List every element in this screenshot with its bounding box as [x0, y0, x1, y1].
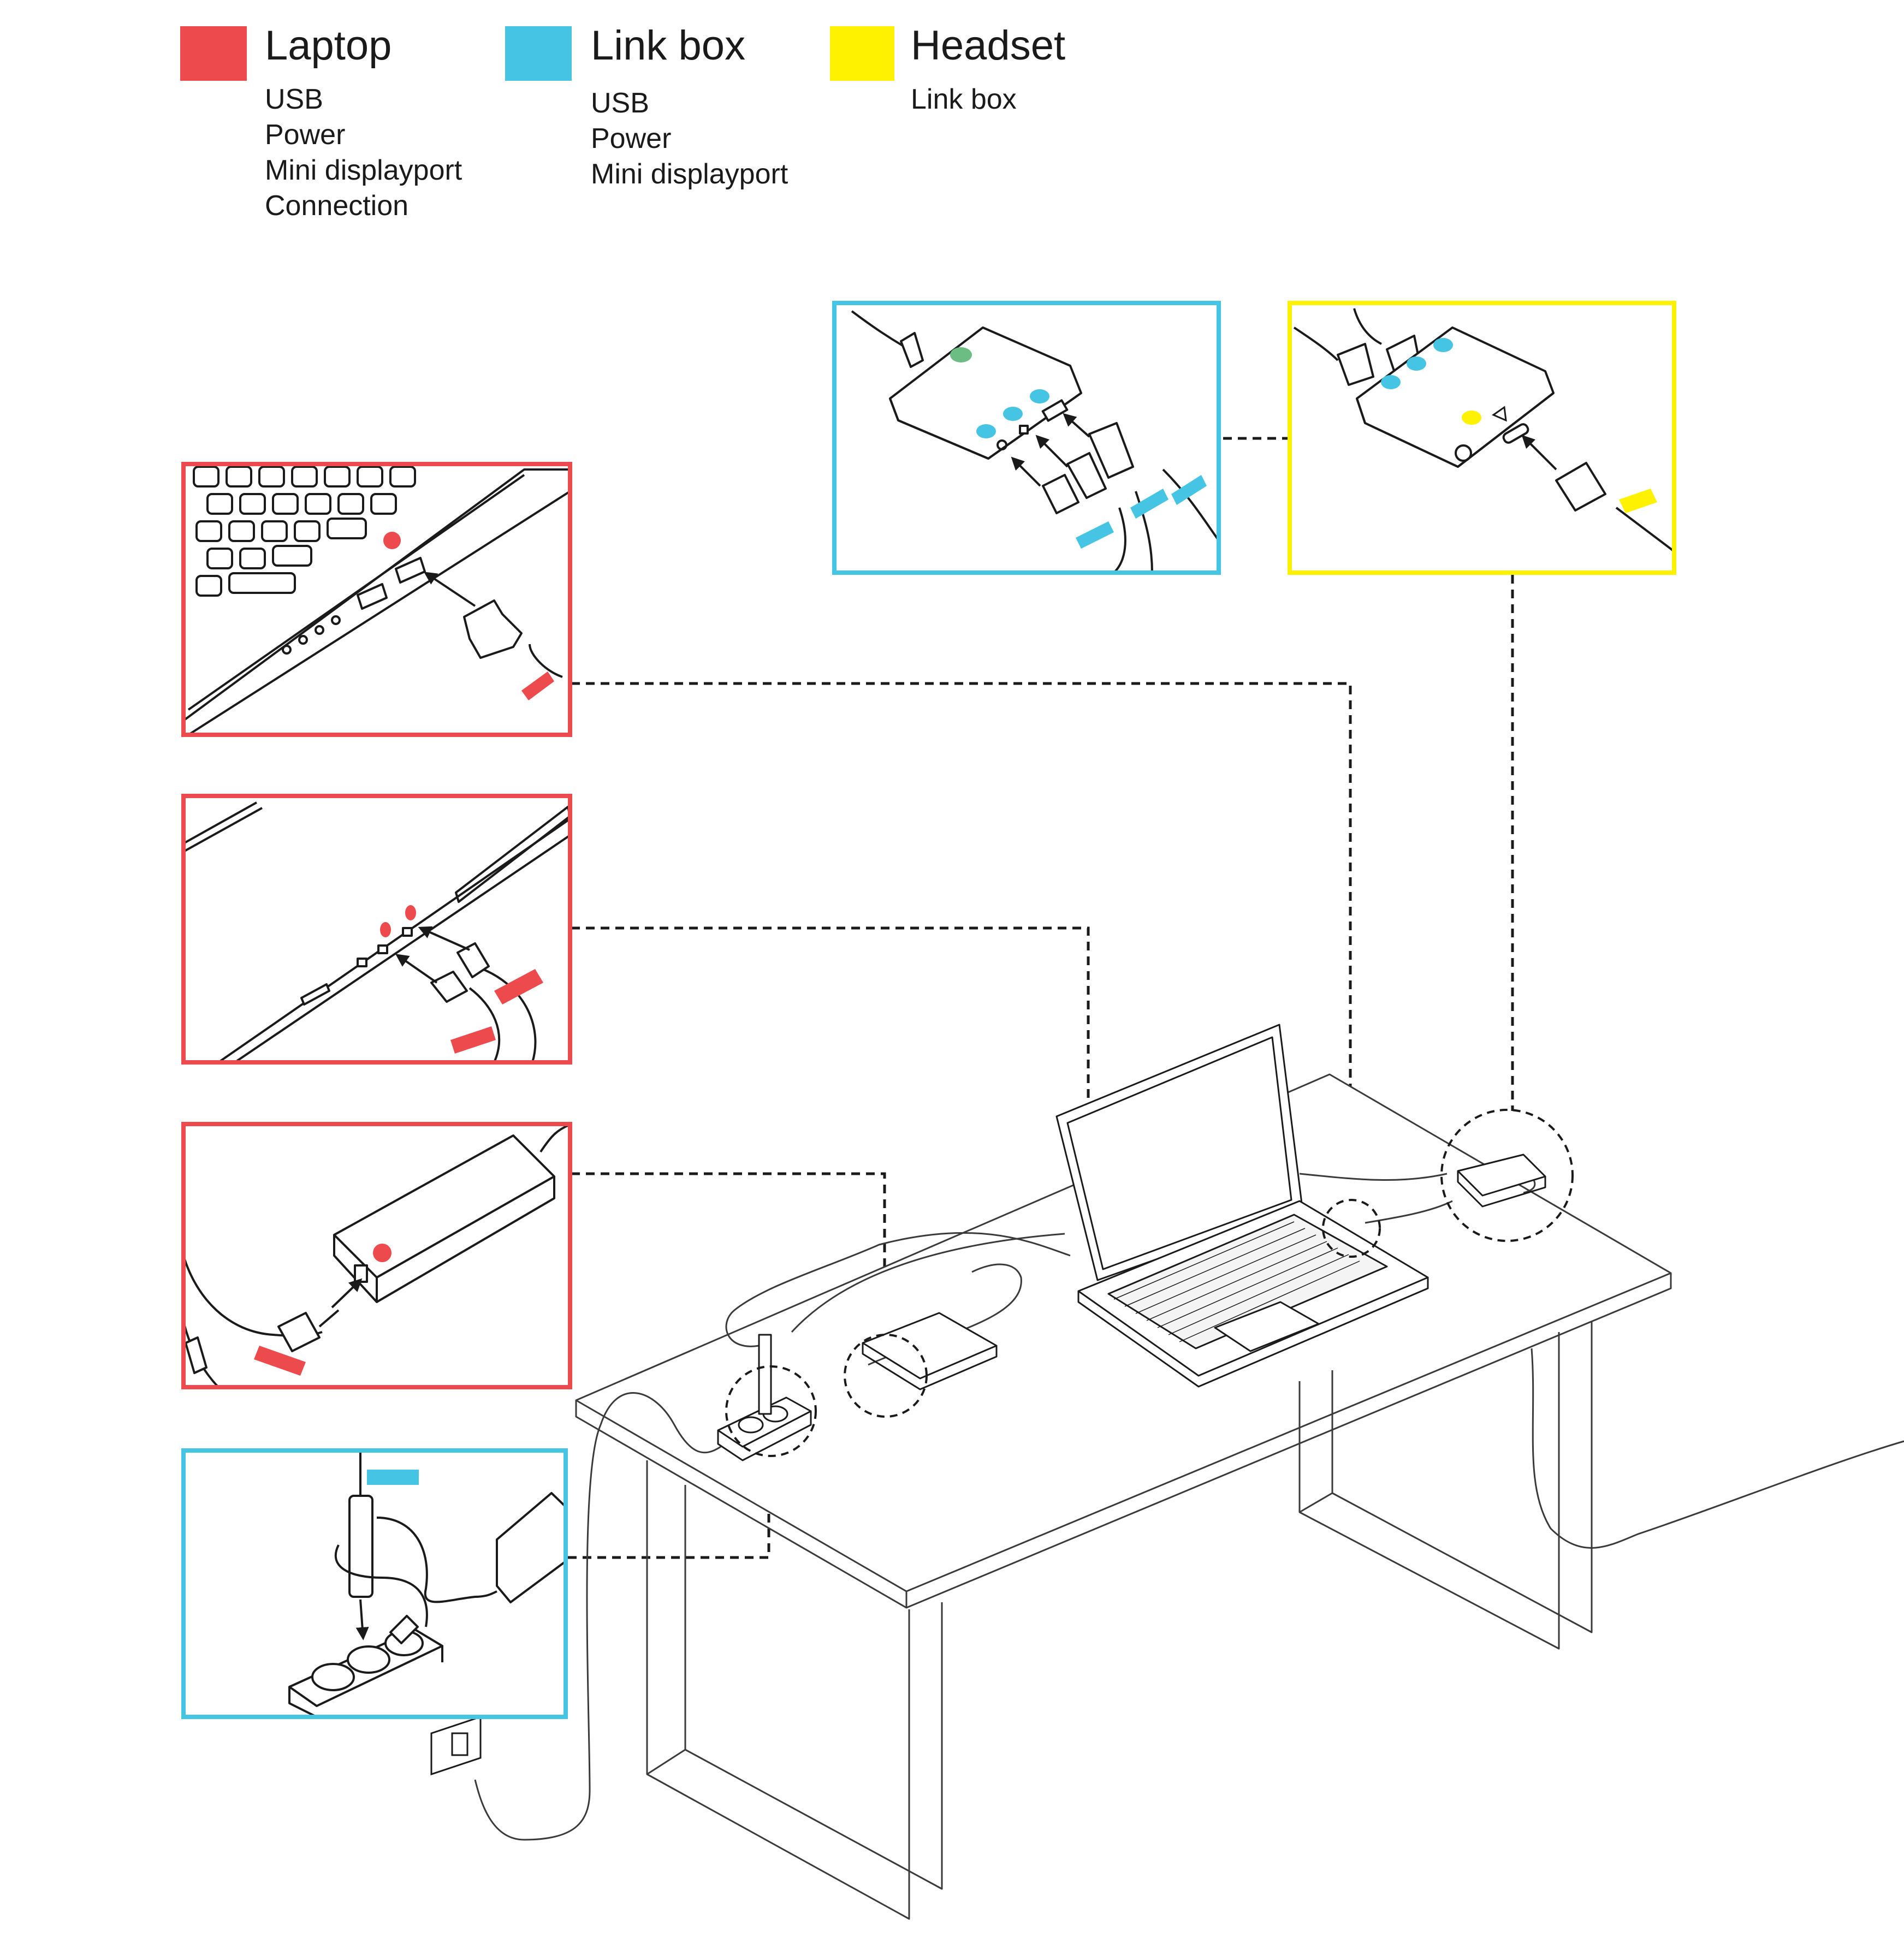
connector-power: [571, 926, 1090, 1105]
legend-item: Mini displayport: [591, 158, 788, 190]
legend-item: Power: [265, 119, 346, 151]
strip-cable-tag: [367, 1470, 419, 1485]
laptop-power-adapter-detail: [181, 1122, 572, 1389]
linkbox-headset-port-marker: [1462, 411, 1481, 425]
legend-items: Link box: [911, 82, 1017, 117]
linkbox-extra-port-marker: [950, 347, 972, 362]
legend-swatch-linkbox: [505, 26, 572, 81]
adapter-port-marker: [373, 1244, 392, 1262]
headset-linkbox-detail: [1288, 301, 1676, 575]
headset-cable-tag: [1619, 489, 1657, 513]
legend: Laptop USB Power Mini displayport Connec…: [0, 0, 1904, 262]
power-cable-tag: [494, 969, 543, 1004]
usb-cable-tag: [521, 671, 554, 700]
magnifier-linkbox: [1440, 1109, 1574, 1242]
linkbox-displayport-marker: [1003, 407, 1023, 421]
usb-port-marker: [383, 532, 401, 549]
laptop: [1055, 1024, 1429, 1388]
headset-panel-linkbox-port-1: [1381, 375, 1401, 389]
linkbox-cable-tag-2: [1130, 489, 1169, 519]
legend-title: Link box: [591, 22, 746, 69]
linkbox-ports-detail: [832, 301, 1221, 575]
laptop-power-displayport-detail: [181, 794, 572, 1065]
headset-panel-linkbox-port-3: [1433, 338, 1453, 352]
legend-item: Link box: [911, 84, 1017, 115]
magnifier-laptop-usb: [1322, 1199, 1381, 1258]
displayport-cable-tag: [450, 1026, 496, 1054]
connector-strip: [568, 1441, 770, 1559]
linkbox-cable-tag-1: [1076, 521, 1114, 549]
magnifier-adapter: [844, 1334, 928, 1418]
linkbox-usb-port-marker: [1030, 389, 1049, 403]
laptop-keyboard-grid: [1113, 1221, 1360, 1342]
adapter-cable-tag: [254, 1346, 306, 1376]
magnifier-circles: [725, 1109, 1574, 1457]
legend-swatch-headset: [830, 26, 894, 81]
headset-panel-linkbox-port-2: [1407, 356, 1426, 371]
legend-item: Mini displayport: [265, 154, 462, 186]
laptop-usb-port-detail: [181, 462, 572, 737]
legend-title: Laptop: [265, 22, 392, 69]
desk-cables: [474, 1173, 1904, 1841]
displayport-port-marker: [405, 905, 416, 920]
legend-item: Connection: [265, 190, 409, 222]
linkbox-cable-tag-3: [1171, 475, 1207, 505]
wall-socket: [430, 1715, 482, 1776]
desk-objects: [717, 1154, 1546, 1461]
linkbox-power-port-marker: [976, 424, 996, 438]
legend-title: Headset: [911, 22, 1066, 69]
legend-swatch-laptop: [180, 26, 247, 81]
magnifier-power-strip: [725, 1365, 817, 1457]
power-strip-detail: [181, 1448, 568, 1719]
legend-items: USB Power Mini displayport: [591, 86, 788, 192]
power-port-marker: [380, 922, 391, 937]
legend-item: USB: [265, 84, 323, 115]
legend-item: USB: [591, 87, 649, 119]
legend-item: Power: [591, 123, 672, 154]
legend-items: USB Power Mini displayport Connection: [265, 82, 462, 224]
